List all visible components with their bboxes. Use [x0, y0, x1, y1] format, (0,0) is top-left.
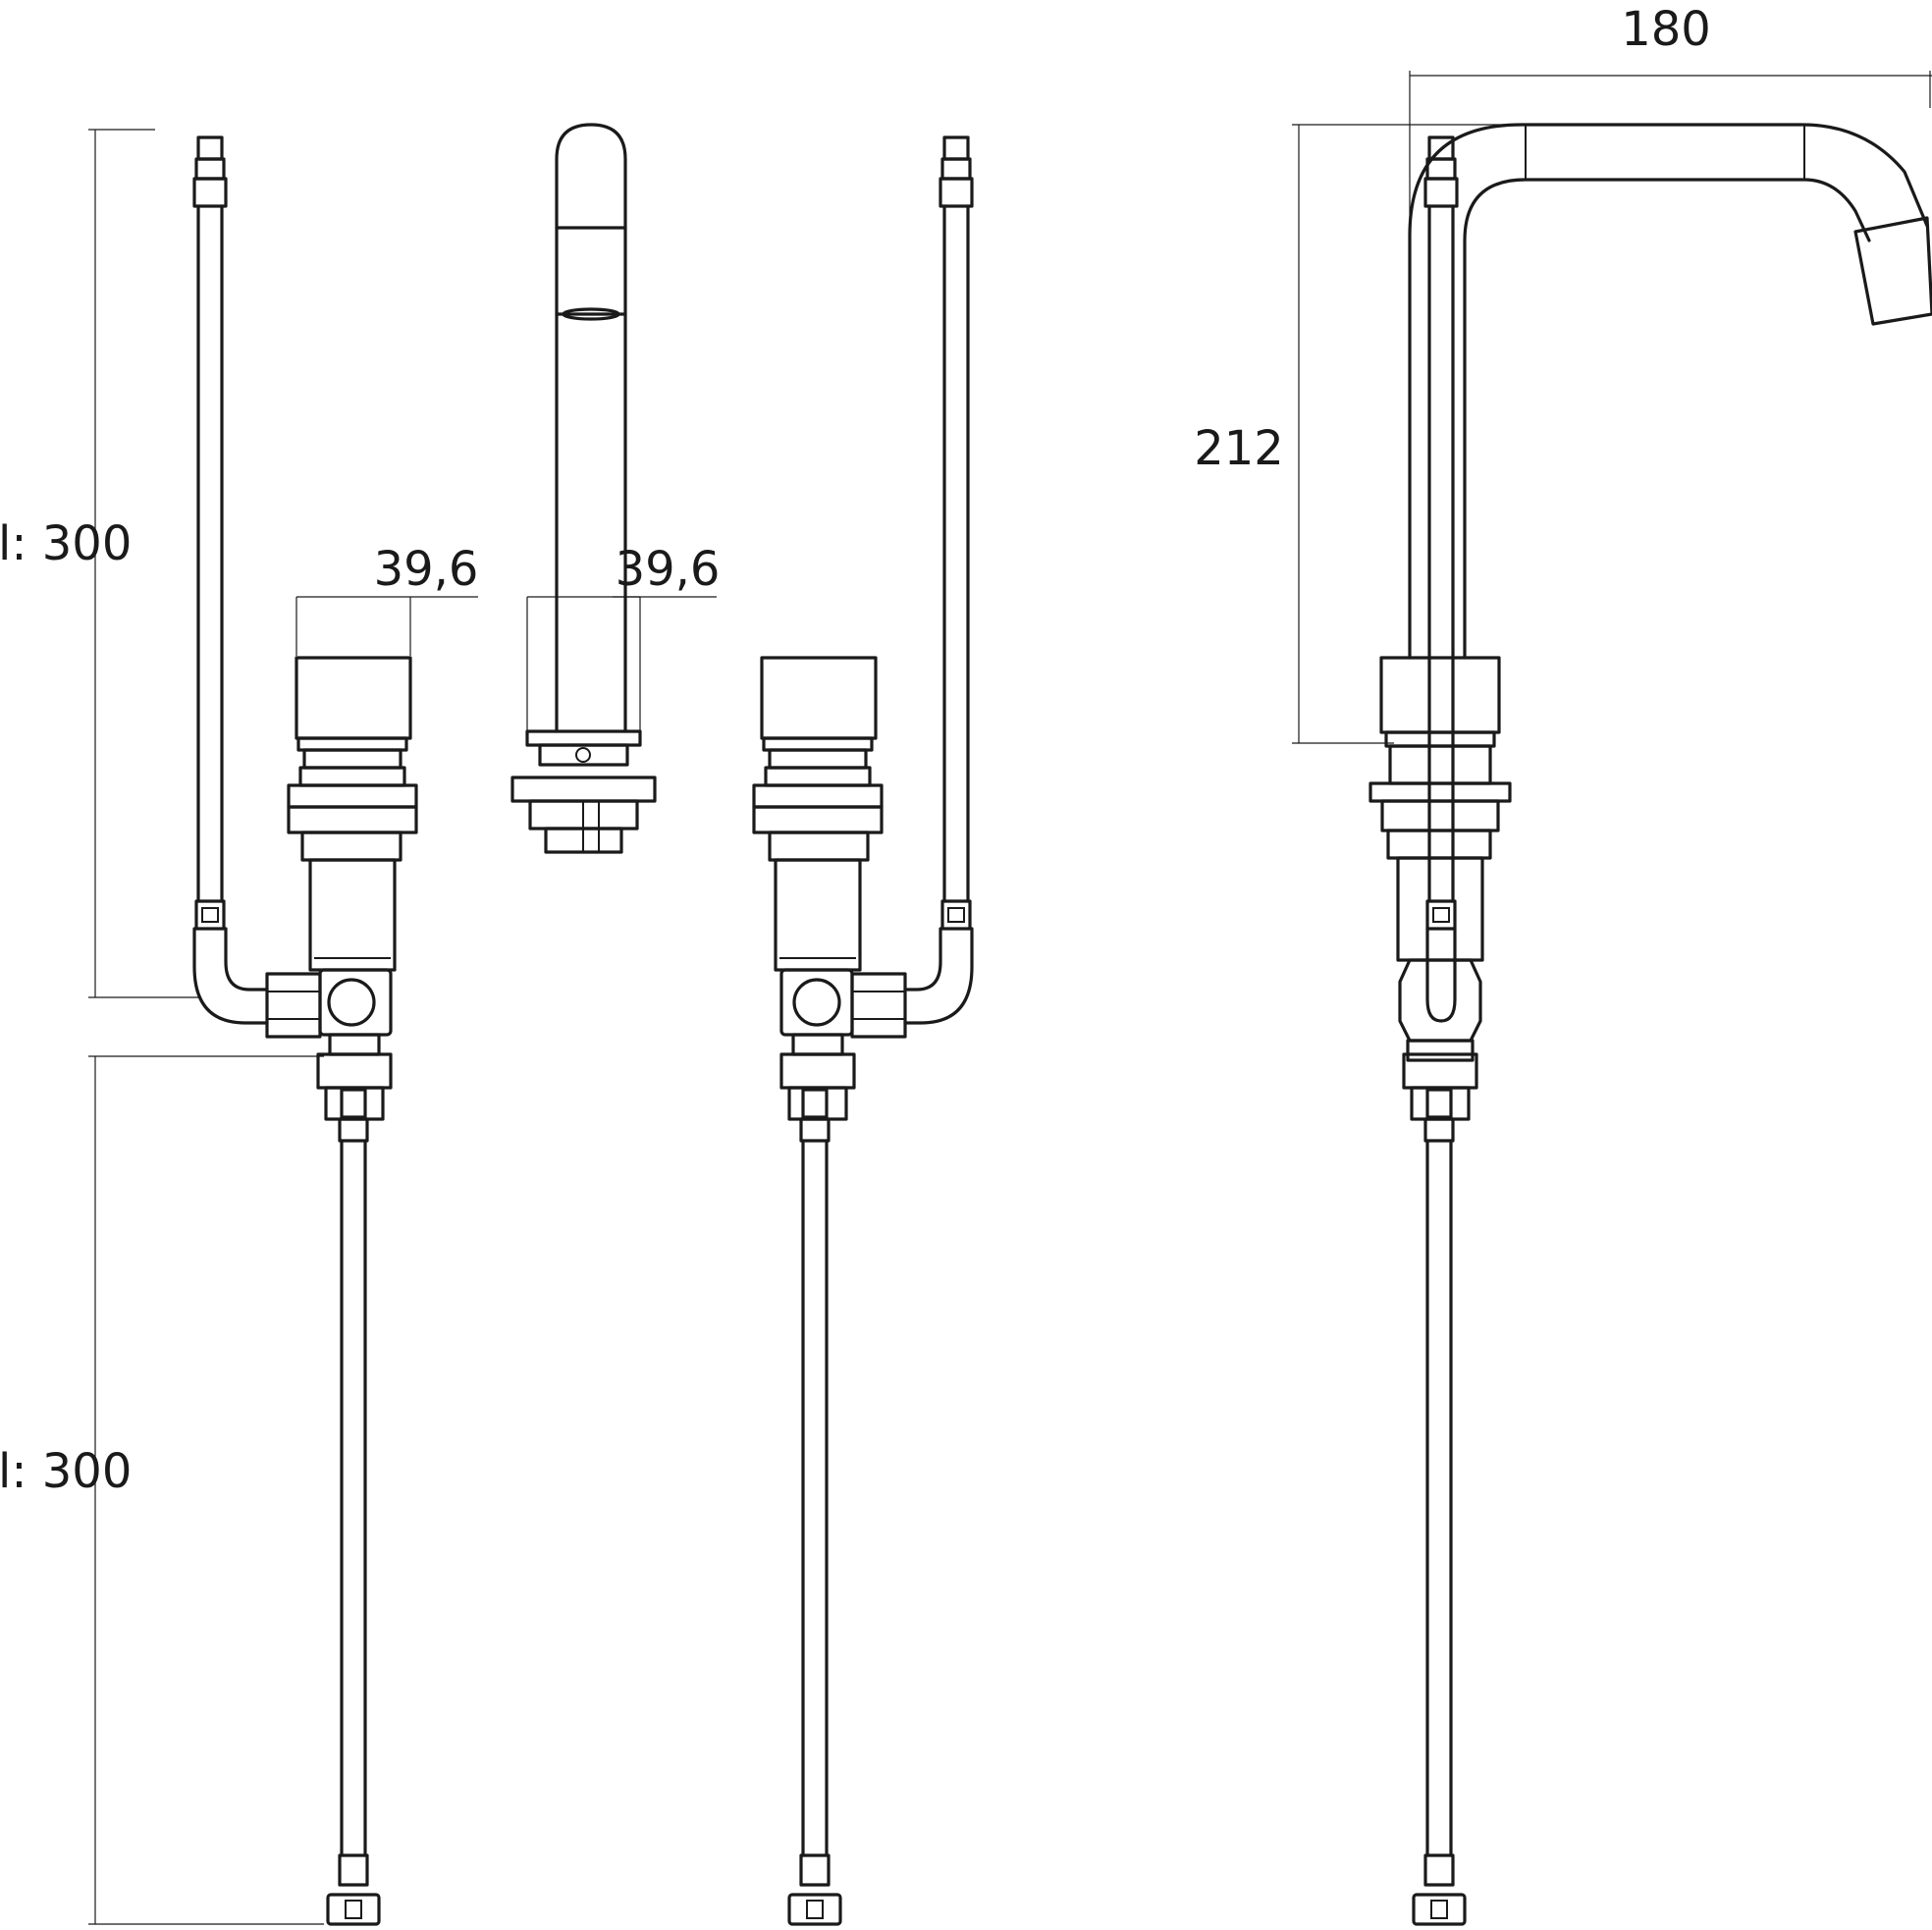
dim-label-spout-reach: 180 — [1621, 2, 1711, 57]
side-view-assembly — [1368, 123, 1932, 1926]
dim-label-spout-height: 212 — [1194, 421, 1284, 476]
right-valve-assembly — [752, 135, 974, 1926]
dim-label-upper-length: l: 300 — [0, 516, 132, 571]
dim-label-handle-width: 39,6 — [374, 542, 479, 597]
dimension-labels: l: 300 l: 300 39,6 39,6 212 180 — [0, 2, 1711, 1499]
dimension-lines — [88, 71, 1932, 1925]
dim-label-spout-width: 39,6 — [616, 542, 721, 597]
centre-spout-assembly — [510, 123, 657, 854]
dim-label-lower-length: l: 300 — [0, 1444, 132, 1499]
left-valve-assembly — [192, 135, 418, 1926]
